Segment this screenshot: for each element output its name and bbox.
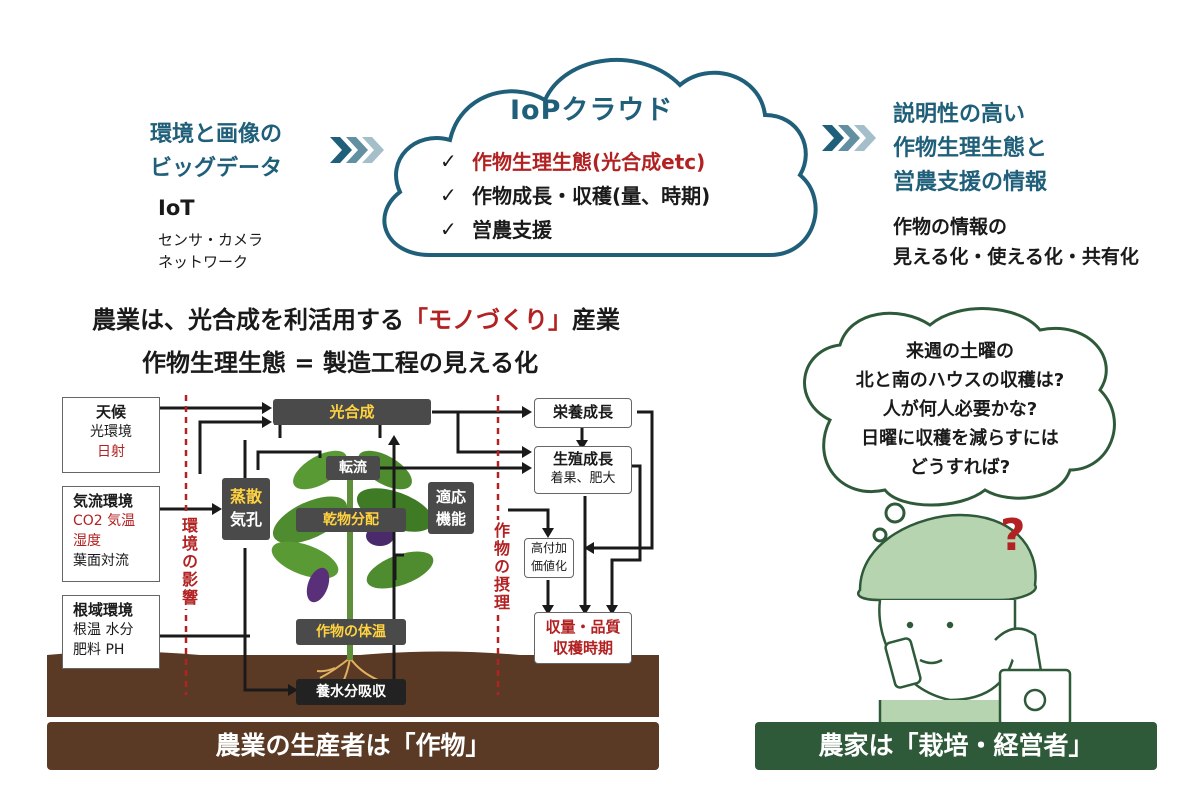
crop-logic-label: 作物の摂理 [488,520,512,614]
heading-text: 農業は、光合成を利活用する [92,306,404,334]
question-mark-icon: ? [1000,510,1026,561]
box-label: 転流 [339,460,367,476]
farmer-illustration [856,513,1072,732]
box-line: 根温 水分 [73,622,134,638]
thought-line: 日曜に収穫を減らすには [861,428,1059,449]
vegetative-growth-box: 栄養成長 [534,398,632,428]
box-line: 湿度 [73,533,101,549]
checkmark-icon: ✓ [440,216,457,241]
right-title-line: 営農支援の情報 [893,170,1048,195]
nutrient-uptake-box: 養水分吸収 [296,679,406,705]
thought-line: どうすれば? [909,457,1011,478]
airflow-box: 気流環境 CO2 気温 湿度 葉面対流 [62,486,160,582]
transpiration-box: 蒸散 気孔 [222,478,270,540]
photosynthesis-box: 光合成 [273,399,431,425]
right-sub-line: 見える化・使える化・共有化 [893,246,1139,268]
heading-text: 産業 [572,306,620,334]
box-line: 葉面対流 [73,553,129,569]
cloud-item-text: 営農支援 [472,218,552,242]
box-line: 着果、肥大 [550,471,616,486]
cloud-item: ✓ 作物生理生態(光合成etc) [440,146,705,175]
box-label: 適応 [435,488,466,506]
box-title: 根域環境 [73,601,134,619]
thought-line: 人が何人必要かな? [882,399,1038,420]
cloud-item: ✓ 営農支援 [440,214,552,243]
box-label: 養水分吸収 [316,684,386,700]
box-label: 蒸散 [229,487,262,506]
weather-box: 天候 光環境 日射 [62,397,160,473]
box-line: 価値化 [530,559,567,573]
box-label: 作物の体温 [316,624,386,640]
cloud-item: ✓ 作物成長・収穫(量、時期) [440,180,710,209]
chevrons-left-icon [330,137,384,163]
crop-temp-box: 作物の体温 [296,619,406,645]
box-line: CO2 気温 [73,513,136,529]
iot-item: センサ・カメラ [158,231,264,249]
right-title-line: 作物生理生態と [893,136,1048,161]
box-label: 機能 [435,510,466,528]
box-line: 収穫時期 [552,639,613,657]
main-heading: 農業は、光合成を利活用する「モノづくり」産業 [92,300,620,335]
left-title-line: 環境と画像の [150,122,283,147]
bottom-bar-right: 農家は「栽培・経営者」 [755,722,1157,770]
yield-quality-box: 収量・品質 収穫時期 [534,612,632,664]
right-subtitle: 作物の情報の 見える化・使える化・共有化 [893,212,1139,272]
box-line: 光環境 [90,424,132,440]
cloud-item-text: 作物生理生態(光合成etc) [472,150,706,174]
adaptation-box: 適応 機能 [428,482,474,534]
flow-lines [160,406,654,692]
thought-bubble-text: 来週の土曜の 北と南のハウスの収穫は? 人が何人必要かな? 日曜に収穫を減らすに… [810,337,1110,482]
box-label: 乾物分配 [323,512,379,528]
left-title: 環境と画像の ビッグデータ [150,118,282,186]
box-line: 高付加 [530,541,567,555]
right-title: 説明性の高い 作物生理生態と 営農支援の情報 [893,98,1047,200]
cloud-item-text: 作物成長・収穫(量、時期) [472,184,711,208]
sub-heading: 作物生理生態 = 製造工程の見える化 [142,349,539,377]
box-title: 生殖成長 [552,450,613,468]
cloud-title: IoPクラウド [510,95,674,126]
box-title: 気流環境 [73,492,134,510]
box-line: 収量・品質 [545,618,621,636]
root-env-box: 根域環境 根温 水分 肥料 PH [62,595,160,669]
right-title-line: 説明性の高い [893,102,1026,127]
checkmark-icon: ✓ [440,182,457,207]
checkmark-icon: ✓ [440,148,457,173]
iot-label: IoT [158,196,195,220]
translocation-box: 転流 [326,456,380,480]
env-influence-label: 環境の影響 [176,515,200,609]
box-line: 日射 [97,444,125,460]
dry-matter-box: 乾物分配 [296,508,406,532]
iot-item: ネットワーク [158,253,249,271]
box-label: 光合成 [329,403,375,421]
reproductive-growth-box: 生殖成長 着果、肥大 [534,446,632,494]
heading-highlight: 「モノづくり」 [404,306,572,334]
box-title: 栄養成長 [552,403,613,421]
thought-bubble [803,307,1116,507]
thought-line: 来週の土曜の [906,341,1014,362]
bottom-bar-left: 農業の生産者は「作物」 [47,722,659,770]
high-value-box: 高付加 価値化 [524,538,574,578]
box-label: 気孔 [229,510,262,529]
box-title: 天候 [95,403,126,421]
right-sub-line: 作物の情報の [893,216,1008,238]
left-title-line: ビッグデータ [150,156,283,181]
cloud-shape [382,57,818,257]
box-line: 肥料 PH [73,642,125,658]
chevrons-right-icon [822,125,876,151]
thought-line: 北と南のハウスの収穫は? [855,370,1065,391]
